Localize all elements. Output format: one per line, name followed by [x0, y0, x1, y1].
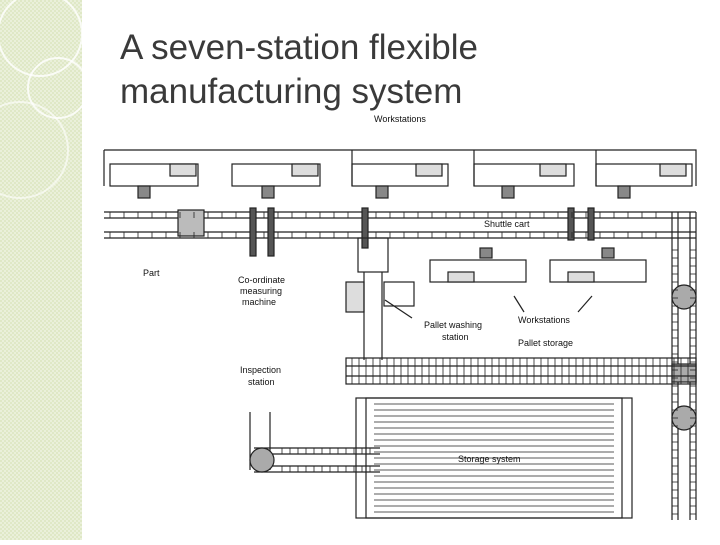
label-inspection-line2: station: [248, 377, 275, 387]
rail-hatching: [109, 212, 696, 515]
workstation-3: [351, 163, 449, 199]
label-storage-system: Storage system: [458, 454, 521, 464]
title-line-1: A seven-station flexible: [120, 28, 478, 67]
middle-workstations: [429, 247, 647, 283]
label-shuttle-cart: Shuttle cart: [484, 219, 530, 229]
right-turntable-1: [671, 284, 697, 310]
right-transfer-station: [671, 363, 697, 383]
workstation-leader-2: [577, 295, 593, 313]
workstation-2: [231, 163, 321, 199]
workstation-4: [473, 163, 575, 199]
label-washing-line2: station: [442, 332, 469, 342]
shuttle-cart-blocks: [249, 207, 595, 257]
storage-system: [355, 397, 633, 519]
workstation-1: [109, 163, 199, 199]
washing-leader: [384, 299, 413, 319]
label-cmm-line1: Co-ordinate: [238, 275, 285, 285]
label-cmm-line3: machine: [242, 297, 276, 307]
title-line-2: manufacturing system: [120, 72, 463, 111]
label-workstations-mid: Workstations: [518, 315, 570, 325]
inspection-conveyor: [249, 412, 380, 473]
inspection-turntable: [249, 447, 275, 473]
workstation-leader-1: [513, 295, 525, 313]
decorative-side-panel: [0, 0, 89, 540]
pallet-storage: [345, 357, 697, 385]
label-pallet-storage: Pallet storage: [518, 338, 573, 348]
label-inspection-line1: Inspection: [240, 365, 281, 375]
label-workstations-top: Workstations: [374, 114, 426, 124]
cmm-area: [345, 237, 415, 360]
label-cmm-line2: measuring: [240, 286, 282, 296]
workstation-5: [595, 163, 693, 199]
slide-title: A seven-station flexible manufacturing s…: [120, 26, 600, 114]
top-workstations: [103, 149, 697, 199]
part-pallet: [177, 209, 205, 237]
label-part: Part: [143, 268, 160, 278]
label-washing-line1: Pallet washing: [424, 320, 482, 330]
